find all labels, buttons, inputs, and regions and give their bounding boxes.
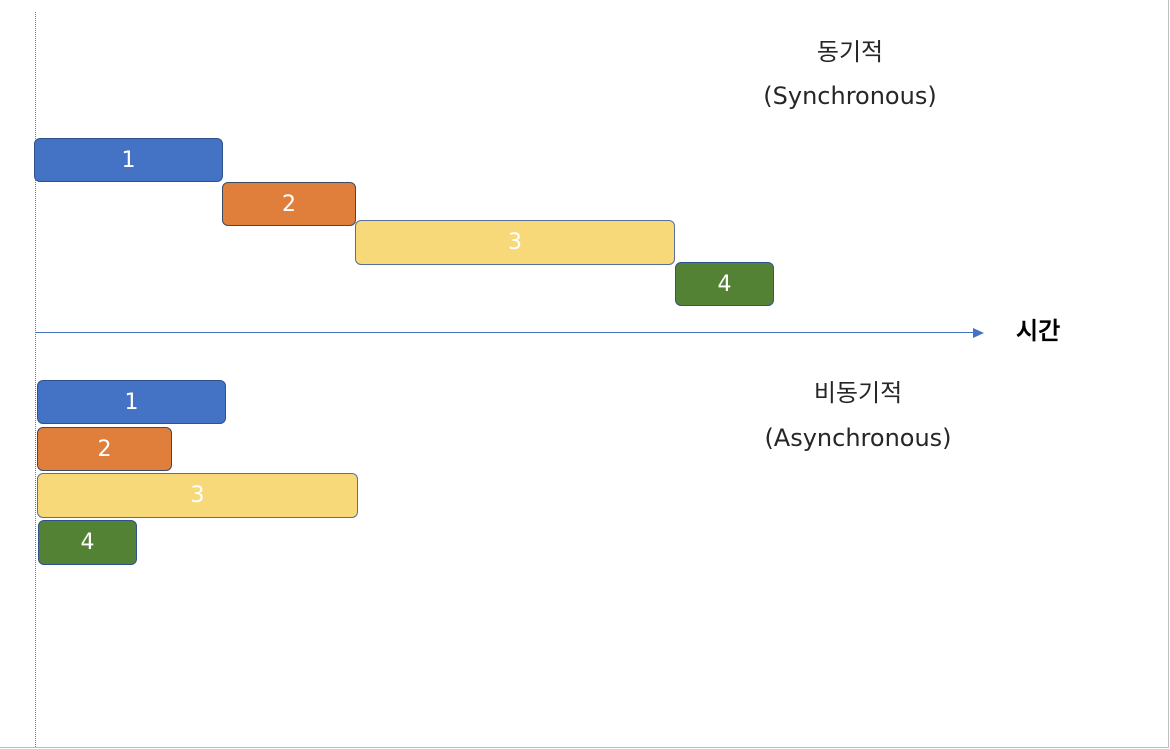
async-task-1: 1 bbox=[37, 380, 226, 424]
sync-task-4: 4 bbox=[675, 262, 774, 306]
sync-task-2: 2 bbox=[222, 182, 356, 226]
time-origin-line bbox=[35, 12, 36, 747]
sync-title: 동기적 bbox=[816, 38, 884, 66]
async-subtitle: (Asynchronous) bbox=[764, 424, 952, 452]
sync-task-1: 1 bbox=[34, 138, 223, 182]
time-axis-arrow-icon bbox=[973, 328, 984, 338]
async-task-4: 4 bbox=[38, 520, 137, 565]
sync-subtitle: (Synchronous) bbox=[763, 82, 937, 110]
time-axis-label: 시간 bbox=[1016, 317, 1061, 345]
async-task-2: 2 bbox=[37, 427, 172, 471]
async-title: 비동기적 bbox=[813, 379, 903, 407]
time-axis-line bbox=[35, 332, 975, 333]
async-task-3: 3 bbox=[37, 473, 358, 518]
sync-task-3: 3 bbox=[355, 220, 675, 265]
